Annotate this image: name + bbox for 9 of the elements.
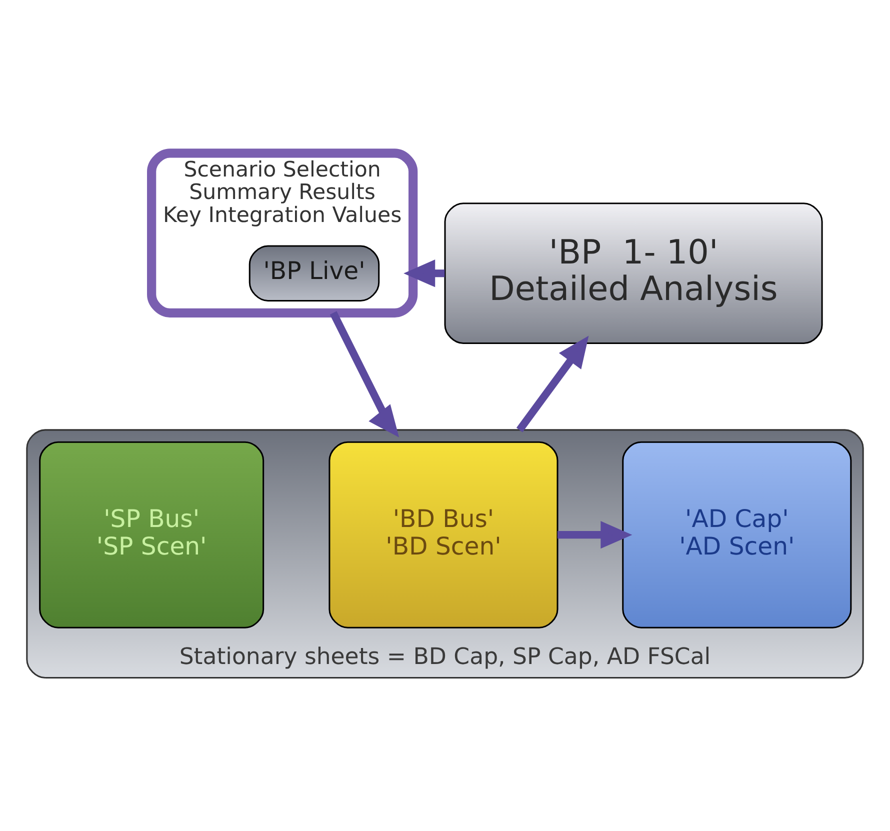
node-box: 'BD Bus' 'BD Scen': [328, 441, 558, 628]
arrow: [558, 521, 632, 549]
arrow: [516, 336, 589, 432]
node-box: 'BP 1- 10' Detailed Analysis: [444, 202, 823, 344]
arrow: [404, 260, 445, 288]
node-box: 'SP Bus' 'SP Scen': [39, 441, 264, 628]
node-box: 'BP Live': [248, 245, 380, 302]
arrow: [330, 311, 400, 438]
node-box: 'AD Cap' 'AD Scen': [622, 441, 852, 628]
